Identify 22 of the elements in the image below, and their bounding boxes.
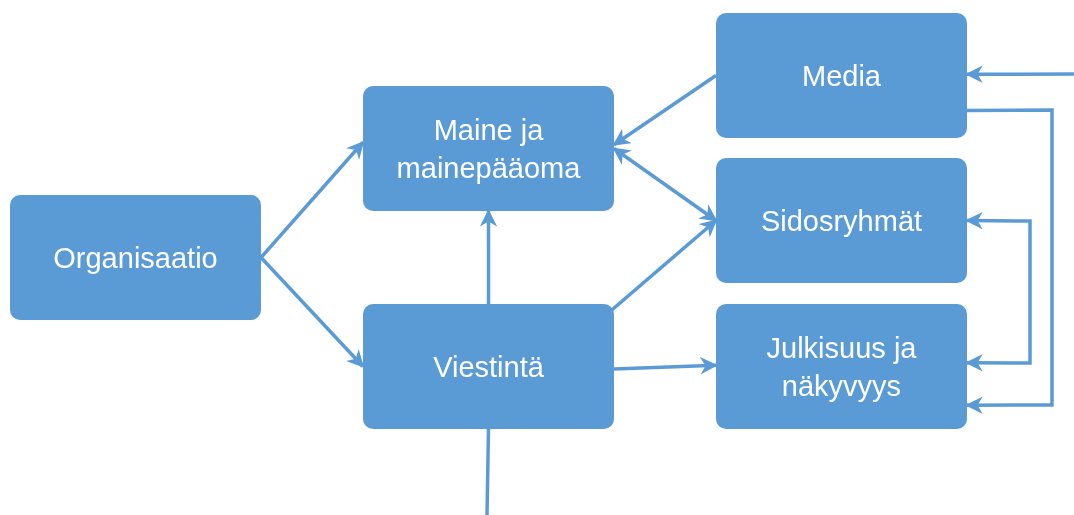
process-box xyxy=(363,304,614,429)
arrow xyxy=(613,357,718,375)
process-box xyxy=(363,86,614,211)
arrow xyxy=(610,219,718,312)
box-label: Viestintä xyxy=(433,349,544,385)
arrow xyxy=(612,147,718,222)
box-label: Sidosryhmät xyxy=(760,203,923,239)
process-box xyxy=(10,195,261,320)
arrow xyxy=(479,209,498,304)
process-box xyxy=(716,158,967,283)
process-box xyxy=(716,304,967,429)
arrow xyxy=(612,74,717,147)
arrow xyxy=(965,211,1032,372)
box-label: Organisaatio xyxy=(53,240,218,276)
arrow xyxy=(259,140,365,259)
arrow xyxy=(965,65,1074,83)
process-box xyxy=(716,13,967,138)
box-label: Media xyxy=(802,58,881,94)
arrow xyxy=(965,108,1054,414)
box-label: Julkisuus ja näkyvyys xyxy=(765,330,918,404)
box-label: Maine ja mainepääoma xyxy=(395,112,582,186)
arrow xyxy=(259,256,365,368)
